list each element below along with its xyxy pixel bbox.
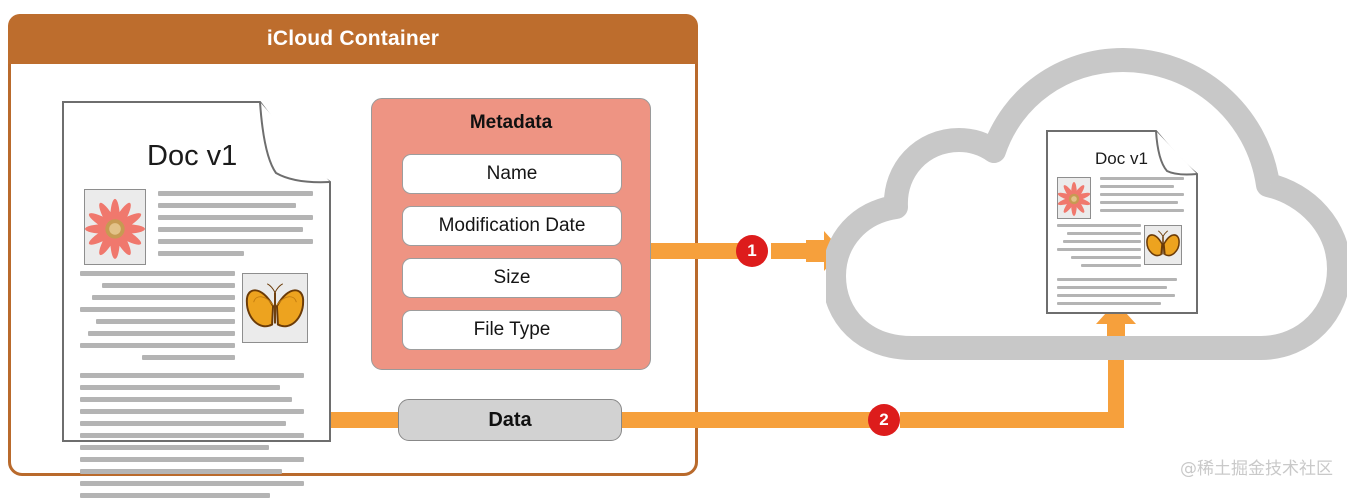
butterfly-image [242,273,308,343]
local-document: Doc v1 [62,101,331,498]
cloud-butterfly-image [1144,225,1182,265]
metadata-item-size[interactable]: Size [402,258,622,298]
metadata-item-name[interactable]: Name [402,154,622,194]
watermark: @稀土掘金技术社区 [1180,459,1333,479]
cloud-flower-image [1057,177,1091,219]
metadata-panel-title: Metadata [469,112,553,133]
flower-image [84,189,146,265]
metadata-item-modification-date[interactable]: Modification Date [402,206,622,246]
icloud-container-title: iCloud Container [266,27,440,50]
cloud-document-text-block-3 [1057,278,1177,312]
cloud-document-page-shape [1046,130,1198,314]
cloud-document-text-block-2 [1057,224,1141,270]
data-channel-pill[interactable]: Data [398,399,622,441]
local-document-title: Doc v1 [147,140,238,172]
step-badge-1: 1 [736,235,768,267]
metadata-panel: Metadata Name Modification Date Size Fil… [371,98,651,370]
document-text-block-1 [158,189,313,261]
data-flow-arrowhead [1096,302,1136,338]
step-badge-2: 2 [868,404,900,436]
metadata-flow-line-2 [771,243,816,259]
cloud-document-title: Doc v1 [1095,149,1148,168]
metadata-item-file-type[interactable]: File Type [402,310,622,350]
cloud-shape [826,48,1347,360]
document-text-block-3 [80,373,304,503]
document-text-block-2 [80,271,235,360]
data-flow-line-2 [900,412,1124,428]
icloud-container-header: iCloud Container [8,14,698,64]
metadata-flow-line [651,243,742,259]
cloud-document-text-block-1 [1100,177,1184,219]
cloud-document: Doc v1 [1046,130,1198,314]
